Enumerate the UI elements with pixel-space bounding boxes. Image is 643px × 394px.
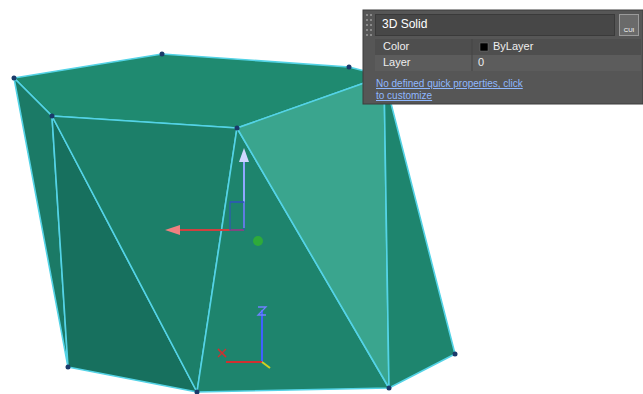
move-gizmo [165,148,263,246]
customize-link: No defined quick properties, click to cu… [376,78,526,102]
object-type-dropdown: 3D Solid [375,14,615,36]
cui-button: CUI [619,14,639,36]
property-value: ByLayer [493,40,633,53]
property-name: Color [383,40,468,53]
ucs-icon [218,307,270,368]
dropdown-text: 3D Solid [382,18,608,31]
button-icon-text: CUI [620,27,638,34]
quick-properties-panel [363,10,643,104]
3d-solid [14,54,455,392]
property-value: 0 [478,56,618,69]
property-name: Layer [383,56,468,69]
